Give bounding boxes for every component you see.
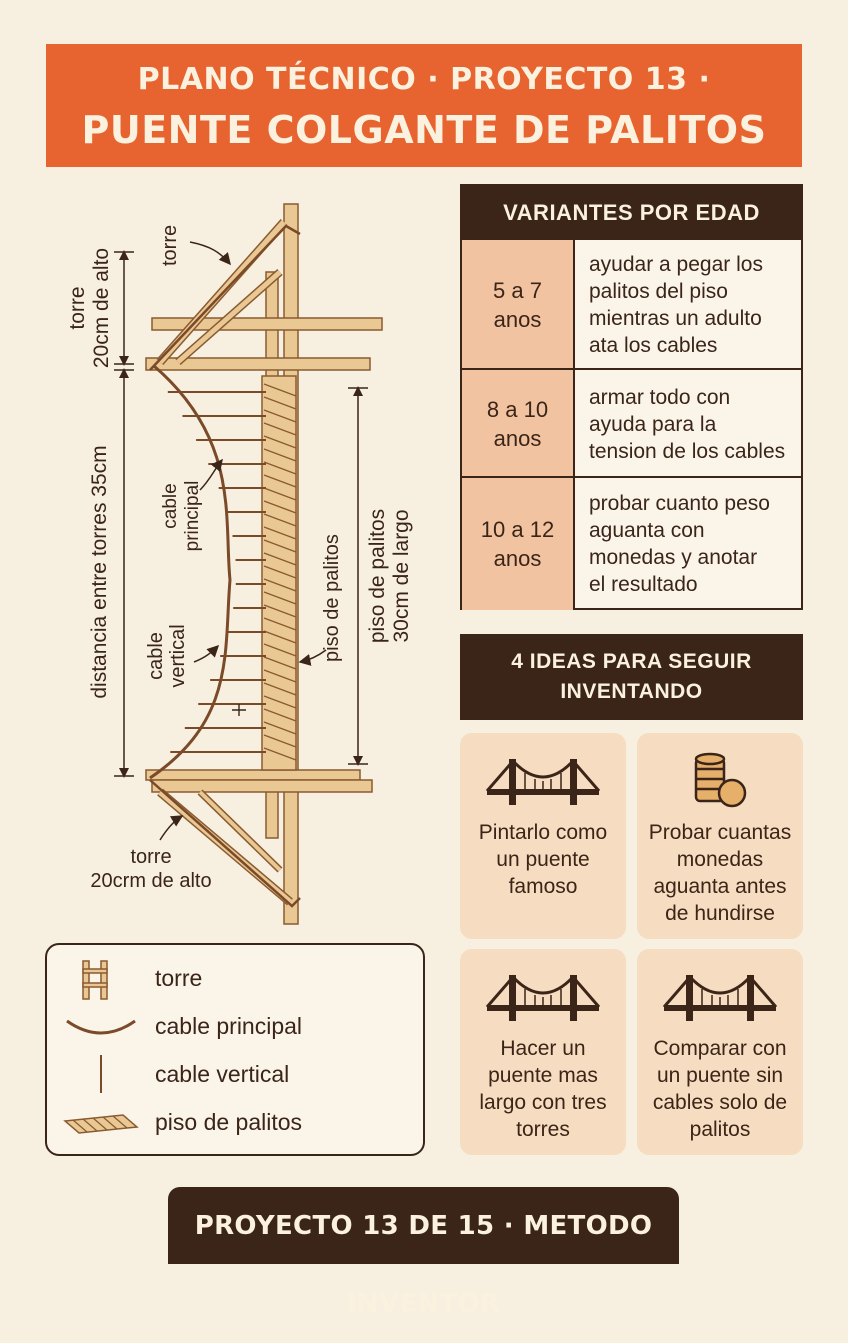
deck-plank [263, 656, 297, 670]
idea-text: Hacer un puente mas largo con tres torre… [479, 1037, 607, 1141]
deck-plank [263, 565, 297, 579]
vertical-cable-leader [193, 644, 220, 663]
label-tower-top: torre [159, 225, 181, 266]
deck-plank [263, 539, 297, 553]
top-beam-lower [145, 357, 371, 371]
bottom-cable [149, 779, 301, 908]
bottom-beam-lower [151, 779, 373, 793]
label-distance: distancia entre torres 35cm [88, 445, 111, 698]
variant-row: 10 a 12 anos probar cuanto peso aguanta … [462, 476, 801, 610]
deck-plank [263, 617, 297, 631]
deck-plank [263, 695, 297, 709]
deck-plank [263, 409, 297, 423]
legend-item-vertical-cable: cable vertical [47, 1053, 423, 1097]
deck-plank [263, 552, 297, 566]
variant-text: ayudar a pegar los palitos del piso mien… [589, 253, 763, 357]
deck-icon [63, 1114, 139, 1134]
main-cable-leader [199, 458, 223, 491]
deck-plank [263, 669, 297, 683]
footer-banner: PROYECTO 13 DE 15 · METODO INVENTOR [168, 1187, 679, 1319]
variant-age: 10 a 12 anos [462, 478, 575, 610]
deck-plank [263, 435, 297, 449]
variant-age: 5 a 7 anos [462, 240, 575, 370]
coins-icon [694, 752, 747, 808]
variant-text: armar todo con ayuda para la tension de … [589, 385, 786, 463]
deck-plank [263, 721, 297, 735]
deck-plank [263, 747, 297, 761]
deck-leader [298, 649, 327, 666]
legend-label: cable vertical [155, 1061, 290, 1087]
label-vertical-cable-2: vertical [167, 624, 189, 687]
idea-text: Probar cuantas monedas aguanta antes de … [648, 821, 792, 925]
label-vertical-cable-1: cable [145, 632, 167, 680]
legend-item-deck: piso de palitos [47, 1101, 423, 1145]
variant-row: 5 a 7 anos ayudar a pegar los palitos de… [462, 238, 801, 370]
deck-plank [263, 578, 297, 592]
deck-plank [263, 422, 297, 436]
variant-row: 8 a 10 anos armar todo con ayuda para la… [462, 368, 801, 478]
vertical-cable-icon [100, 1055, 102, 1093]
label-main-cable-1: cable [160, 483, 181, 528]
idea-card: Pintarlo como un puente famoso [460, 733, 626, 939]
title-line-2: PUENTE COLGANTE DE PALITOS [81, 108, 767, 152]
variants-title: VARIANTES POR EDAD [462, 186, 801, 238]
legend: torre cable principal cable vertical pis… [45, 943, 425, 1156]
bridge-diagram: torre torre 20cm de alto distancia entre… [66, 203, 413, 925]
ideas-title: 4 IDEAS PARA SEGUIR INVENTANDO [460, 634, 803, 720]
label-main-cable-2: principal [182, 481, 203, 552]
deck-plank [263, 474, 297, 488]
label-deck-length-2: 30cm de largo [390, 509, 413, 642]
deck-plank [263, 461, 297, 475]
deck-plank [263, 513, 297, 527]
deck-plank [263, 448, 297, 462]
deck-plank [263, 383, 297, 397]
tower-top-leader [189, 241, 231, 266]
tower-bottom-leader [159, 815, 184, 841]
deck-plank [263, 396, 297, 410]
top-cable [149, 224, 301, 371]
label-tower-bottom-2: 20crm de alto [90, 870, 211, 892]
deck-plank [263, 526, 297, 540]
deck-plank [263, 604, 297, 618]
scale-mark [232, 704, 246, 716]
legend-label: torre [155, 965, 203, 991]
deck-plank [263, 487, 297, 501]
deck-plank [263, 643, 297, 657]
main-cable [149, 364, 232, 780]
top-beam-upper [151, 317, 383, 331]
bridge-icon [485, 974, 601, 1021]
variant-age: 8 a 10 anos [462, 370, 575, 478]
deck-plank [263, 682, 297, 696]
idea-text: Pintarlo como un puente famoso [478, 821, 608, 898]
tower-icon [82, 960, 108, 1000]
idea-card: Hacer un puente mas largo con tres torre… [460, 949, 626, 1155]
deck-planks [263, 383, 297, 761]
idea-text: Comparar con un puente sin cables solo d… [652, 1037, 788, 1141]
idea-card: Comparar con un puente sin cables solo d… [637, 949, 803, 1155]
legend-item-tower: torre [47, 957, 423, 1001]
bridge-icon [662, 974, 778, 1021]
variants-table: VARIANTES POR EDAD 5 a 7 anos ayudar a p… [460, 184, 803, 610]
bridge-icon [485, 758, 601, 805]
title-banner: PLANO TÉCNICO · PROYECTO 13 · PUENTE COL… [46, 44, 802, 167]
idea-card: Probar cuantas monedas aguanta antes de … [637, 733, 803, 939]
label-tower-bottom-1: torre [130, 846, 171, 868]
label-deck-length-1: piso de palitos [366, 509, 389, 643]
deck-plank [263, 708, 297, 722]
vertical-cables [167, 391, 266, 753]
legend-label: cable principal [155, 1013, 303, 1039]
variant-text: probar cuanto peso aguanta con monedas y… [589, 492, 770, 596]
deck-plank [263, 500, 297, 514]
legend-item-main-cable: cable principal [47, 1005, 423, 1049]
deck-plank [263, 734, 297, 748]
label-tower-height-2: 20cm de alto [90, 248, 113, 368]
deck-plank [263, 591, 297, 605]
label-tower-height-1: torre [66, 286, 89, 329]
label-deck: piso de palitos [321, 534, 343, 662]
main-cable-icon [66, 1019, 136, 1035]
deck-plank [263, 630, 297, 644]
legend-label: piso de palitos [155, 1109, 303, 1135]
bottom-beam-upper [145, 769, 361, 781]
title-line-1: PLANO TÉCNICO · PROYECTO 13 · [137, 62, 711, 97]
